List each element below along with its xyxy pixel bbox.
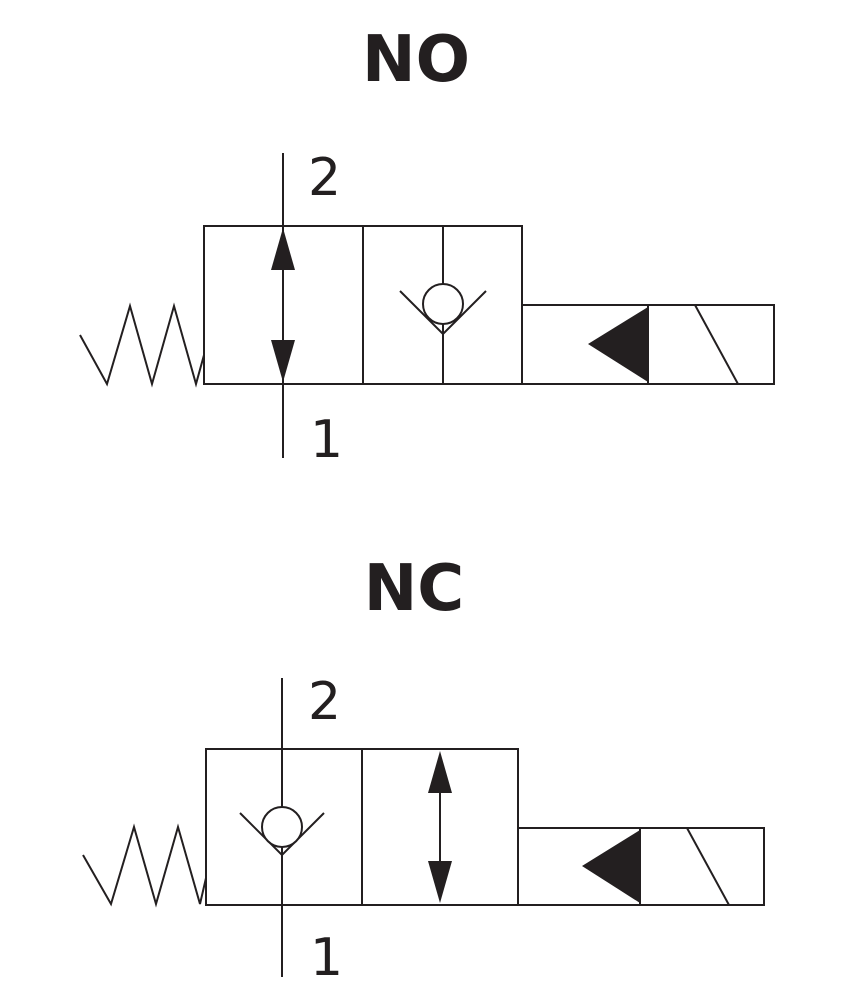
nc-valve-port-1: 1 xyxy=(310,928,343,988)
nc-valve-coil-slash xyxy=(686,827,730,906)
no-valve-port-1: 1 xyxy=(310,410,343,470)
nc-valve-check-ball xyxy=(261,806,303,848)
nc-valve-arrow-down xyxy=(428,861,452,903)
no-valve-check-seat xyxy=(399,290,487,336)
no-valve-arrow-up xyxy=(271,228,295,270)
nc-valve-title: NC xyxy=(364,552,465,626)
nc-valve-check-seat xyxy=(239,812,325,857)
no-valve-spring xyxy=(79,302,205,388)
no-valve-solenoid-triangle xyxy=(588,307,648,382)
nc-valve-solenoid-triangle xyxy=(582,830,640,903)
no-valve-title: NO xyxy=(362,23,470,97)
nc-valve-symbol: NC 2 1 xyxy=(82,552,765,988)
no-valve-arrow-down xyxy=(271,340,295,382)
nc-valve-arrow-up xyxy=(428,751,452,793)
nc-valve-port-2: 2 xyxy=(308,672,341,732)
nc-valve-spring xyxy=(82,823,207,908)
no-valve-port-2: 2 xyxy=(308,148,341,208)
no-valve-coil-slash xyxy=(694,304,739,385)
no-valve-symbol: NO 2 1 xyxy=(79,23,775,470)
no-valve-check-ball xyxy=(422,283,464,325)
